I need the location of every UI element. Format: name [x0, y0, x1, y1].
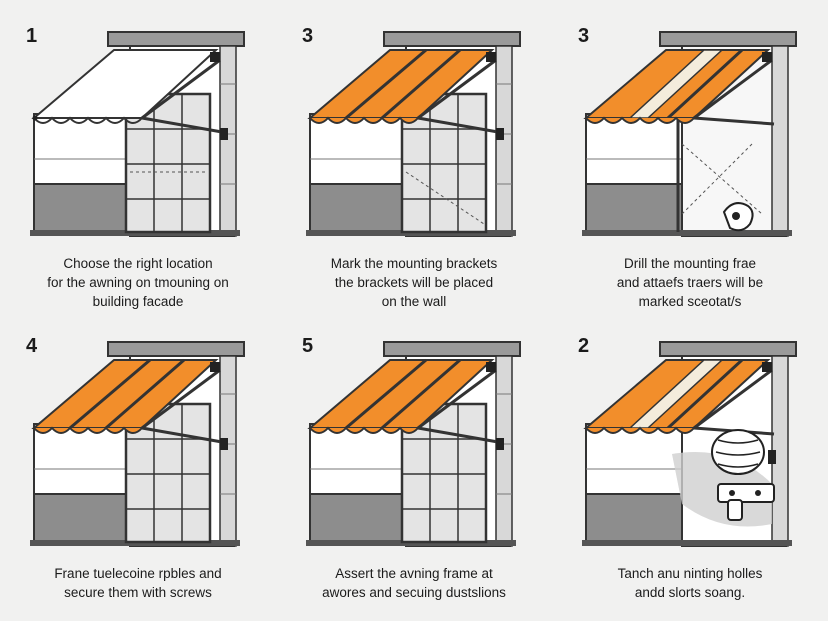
step-illustration: [30, 31, 245, 237]
mounting-brackets: [141, 52, 228, 140]
step-panel-6: 2: [552, 310, 828, 620]
awning-canopy: [583, 48, 771, 124]
step-panel-5: 5: [276, 310, 552, 620]
awning-canopy: [31, 358, 219, 434]
caption-line: marked sceotat/s: [638, 294, 742, 309]
caption-line: Drill the mounting frae: [623, 256, 757, 271]
step-caption: Drill the mounting frae and attaefs trae…: [552, 254, 828, 311]
mounting-brackets: [693, 52, 775, 126]
hand-drill-icon: [722, 202, 754, 232]
caption-line: on the wall: [381, 294, 447, 309]
caption-line: and attaefs traers will be: [616, 275, 764, 290]
step-illustration: [582, 341, 797, 547]
caption-line: awores and secuing dustslions: [322, 585, 506, 600]
caption-line: the brackets will be placed: [334, 275, 494, 290]
step-panel-2: 3: [276, 0, 552, 310]
step-number: 3: [578, 25, 590, 47]
step-caption: Assert the avning frame at awores and se…: [276, 564, 552, 602]
step-number: 3: [302, 25, 314, 47]
step-panel-4: 4: [0, 310, 276, 620]
awning-canopy: [31, 49, 219, 124]
awning-canopy: [583, 358, 771, 434]
awning-canopy: [307, 48, 495, 124]
mounting-brackets: [141, 362, 228, 450]
step-panel-3: 3: [552, 0, 828, 310]
mounting-brackets: [417, 362, 504, 450]
step-number: 4: [26, 335, 38, 357]
step-illustration: [30, 341, 245, 547]
caption-line: Assert the avning frame at: [335, 566, 493, 581]
motor-fan-icon: [711, 429, 765, 475]
caption-line: Choose the right location: [63, 256, 213, 271]
caption-line: Mark the mounting brackets: [330, 256, 498, 271]
step-caption: Frane tuelecoine rpbles and secure them …: [0, 564, 276, 602]
caption-line: Frane tuelecoine rpbles and: [54, 566, 222, 581]
step-illustration: [306, 341, 521, 547]
caption-line: secure them with screws: [64, 585, 212, 600]
bracket-hardware-icon: [717, 483, 775, 521]
step-number: 1: [26, 25, 38, 47]
step-illustration: [306, 31, 521, 237]
caption-line: andd slorts soang.: [634, 585, 746, 600]
step-caption: Tanch anu ninting holles andd slorts soa…: [552, 564, 828, 602]
caption-line: Tanch anu ninting holles: [617, 566, 763, 581]
caption-line: for the awning on tmouning on: [47, 275, 229, 290]
step-caption: Mark the mounting brackets the brackets …: [276, 254, 552, 311]
mounting-brackets: [417, 52, 504, 140]
step-number: 2: [578, 335, 590, 357]
step-illustration: [582, 31, 797, 237]
step-caption: Choose the right location for the awning…: [0, 254, 276, 311]
step-panel-1: 1: [0, 0, 276, 310]
caption-line: building facade: [92, 294, 184, 309]
step-number: 5: [302, 335, 314, 357]
awning-canopy: [307, 358, 495, 434]
